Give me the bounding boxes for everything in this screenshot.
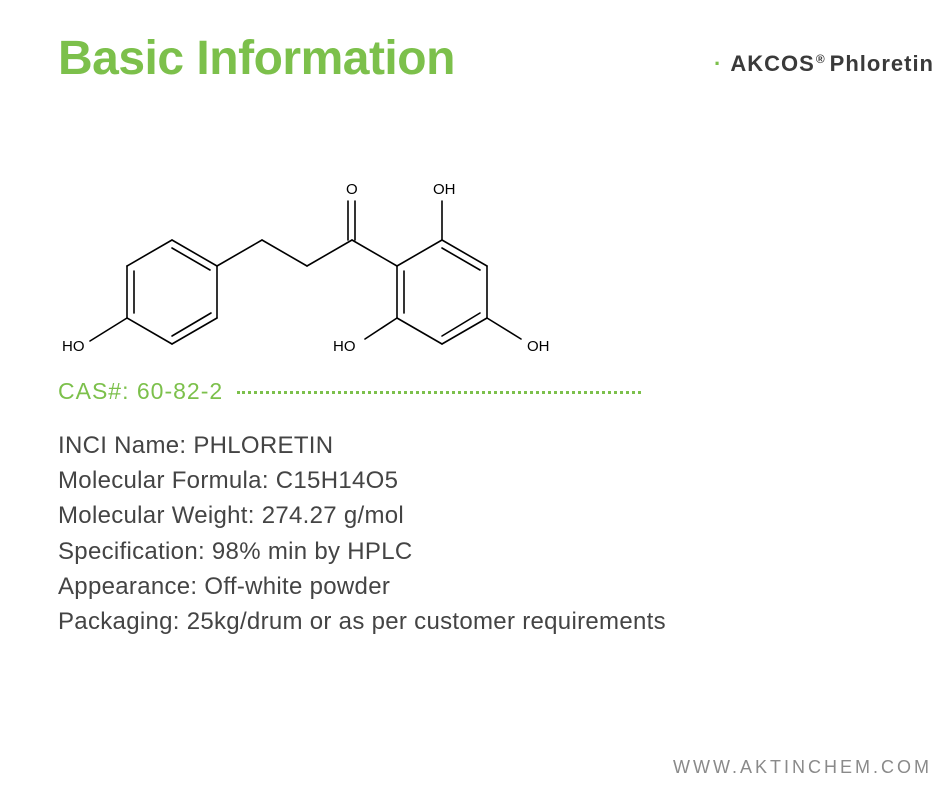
phenol-ring bbox=[126, 239, 218, 345]
chemical-structure-diagram: O OH HO HO OH bbox=[62, 181, 550, 355]
product-name: Phloretin bbox=[829, 51, 934, 76]
molecular-weight: Molecular Weight: 274.27 g/mol bbox=[58, 502, 405, 530]
hydroxyl-label-bottom: HO bbox=[333, 338, 356, 355]
property-list: INCI Name: PHLORETIN Molecular Formula: … bbox=[58, 428, 666, 639]
trihydroxyphenyl-ring bbox=[396, 239, 488, 345]
molecular-formula: Molecular Formula: C15H14O5 bbox=[58, 467, 399, 495]
website-url: WWW.AKTINCHEM.COM bbox=[673, 757, 932, 777]
hydroxyl-label-left: HO bbox=[62, 338, 85, 355]
appearance: Appearance: Off-white powder bbox=[58, 572, 391, 600]
packaging: Packaging: 25kg/drum or as per customer … bbox=[58, 608, 666, 636]
brand-name: AKCOS bbox=[730, 51, 815, 76]
dotted-divider bbox=[237, 390, 642, 394]
registered-mark: ® bbox=[815, 52, 826, 66]
cas-section: CAS#: 60-82-2 bbox=[58, 376, 642, 406]
brand-product-name: · AKCOS®Phloretin bbox=[714, 46, 934, 77]
hydroxyl-label-right: OH bbox=[527, 338, 550, 355]
bullet-icon: · bbox=[714, 51, 723, 76]
cas-number: CAS#: 60-82-2 bbox=[58, 377, 224, 404]
specification: Specification: 98% min by HPLC bbox=[58, 537, 413, 565]
oxygen-label: O bbox=[346, 181, 358, 198]
page-title: Basic Information bbox=[58, 32, 455, 85]
hydroxyl-label-top: OH bbox=[433, 181, 456, 198]
inci-name: INCI Name: PHLORETIN bbox=[58, 432, 334, 459]
